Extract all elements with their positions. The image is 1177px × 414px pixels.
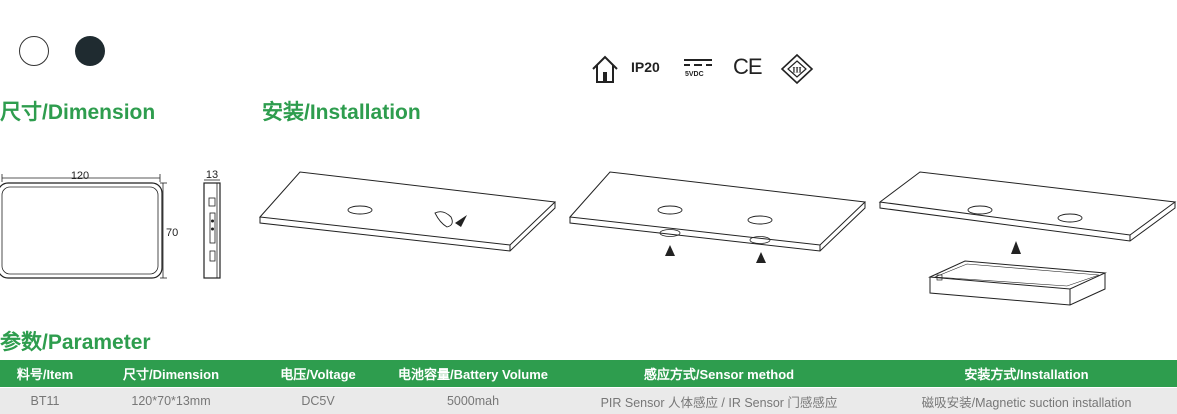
parameter-heading: 参数/Parameter: [0, 331, 151, 354]
color-swatch-white: [19, 36, 49, 66]
header-dimension: 尺寸/Dimension: [90, 360, 252, 388]
ce-mark-icon: CE: [733, 54, 763, 79]
color-swatch-dark: [75, 36, 105, 66]
width-label: 120: [71, 170, 89, 182]
cell-dimension: 120*70*13mm: [90, 387, 252, 414]
height-label: 70: [166, 227, 178, 239]
header-battery-volume: 电池容量/Battery Volume: [384, 360, 562, 388]
depth-label: 13: [206, 169, 218, 181]
installation-heading: 安装/Installation: [262, 101, 421, 124]
install-step-2: [568, 171, 867, 263]
dimension-drawing: 120 70 13: [0, 169, 221, 279]
front-view: 120 70: [0, 170, 178, 279]
dimension-heading: 尺寸/Dimension: [0, 101, 156, 124]
cell-voltage: DC5V: [252, 387, 384, 414]
header-voltage: 电压/Voltage: [252, 360, 384, 388]
install-step-3: [878, 171, 1177, 306]
indoor-house-icon: [592, 55, 618, 83]
ip-rating: IP20: [631, 59, 660, 75]
cell-item: BT11: [0, 387, 90, 414]
cell-sensor-method: PIR Sensor 人体感应 / IR Sensor 门感感应: [562, 387, 876, 414]
install-step-1: [258, 171, 557, 252]
table-header-row: 料号/Item 尺寸/Dimension 电压/Voltage 电池容量/Bat…: [0, 360, 1177, 388]
cell-installation: 磁吸安装/Magnetic suction installation: [876, 387, 1177, 414]
class-iii-label: III: [792, 66, 801, 75]
table-row: BT11 120*70*13mm DC5V 5000mah PIR Sensor…: [0, 387, 1177, 414]
class-iii-icon: III: [780, 53, 814, 85]
side-view: 13: [203, 169, 221, 279]
header-item: 料号/Item: [0, 360, 90, 388]
dc-symbol-icon: [684, 59, 712, 66]
parameter-table: 料号/Item 尺寸/Dimension 电压/Voltage 电池容量/Bat…: [0, 360, 1177, 414]
header-installation: 安装方式/Installation: [876, 360, 1177, 388]
cell-battery-volume: 5000mah: [384, 387, 562, 414]
header-sensor-method: 感应方式/Sensor method: [562, 360, 876, 388]
voltage-mark: 5VDC: [685, 71, 704, 78]
